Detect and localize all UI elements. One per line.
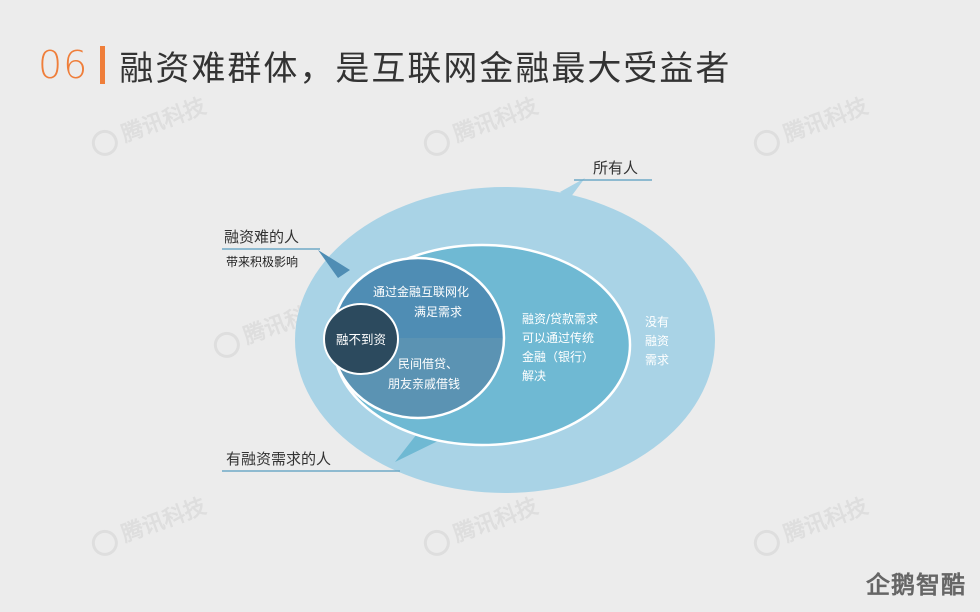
outer-callout-tail	[560, 178, 585, 198]
title-divider	[100, 46, 106, 84]
middle-label: 有融资需求的人	[226, 450, 331, 468]
inner-label: 融资难的人	[224, 228, 299, 246]
core-circle	[323, 303, 399, 375]
outer-text-line-3: 需求	[645, 353, 669, 367]
middle-text-line-3: 金融（银行）	[522, 349, 594, 364]
outer-label: 所有人	[593, 159, 638, 177]
title-bar: 06 融资难群体，是互联网金融最大受益者	[38, 40, 731, 90]
inner-top-line-2: 满足需求	[414, 305, 462, 319]
inner-sublabel: 带来积极影响	[226, 254, 298, 269]
core-label: 融不到资	[336, 332, 386, 347]
outer-text-line-1: 没有	[645, 314, 669, 329]
inner-bottom-line-2: 朋友亲戚借钱	[388, 376, 460, 391]
middle-text-line-4: 解决	[522, 369, 546, 383]
middle-text-line-2: 可以通过传统	[522, 330, 594, 345]
page-title: 融资难群体，是互联网金融最大受益者	[119, 48, 732, 89]
section-number: 06	[38, 43, 89, 87]
outer-text-line-2: 融资	[645, 334, 669, 348]
inner-top-line-1: 通过金融互联网化	[373, 284, 469, 299]
brand-logo: 企鹅智酷	[866, 571, 966, 599]
inner-callout-tail	[318, 250, 350, 278]
middle-text-line-1: 融资/贷款需求	[522, 312, 598, 326]
inner-bottom-line-1: 民间借贷、	[398, 357, 458, 371]
